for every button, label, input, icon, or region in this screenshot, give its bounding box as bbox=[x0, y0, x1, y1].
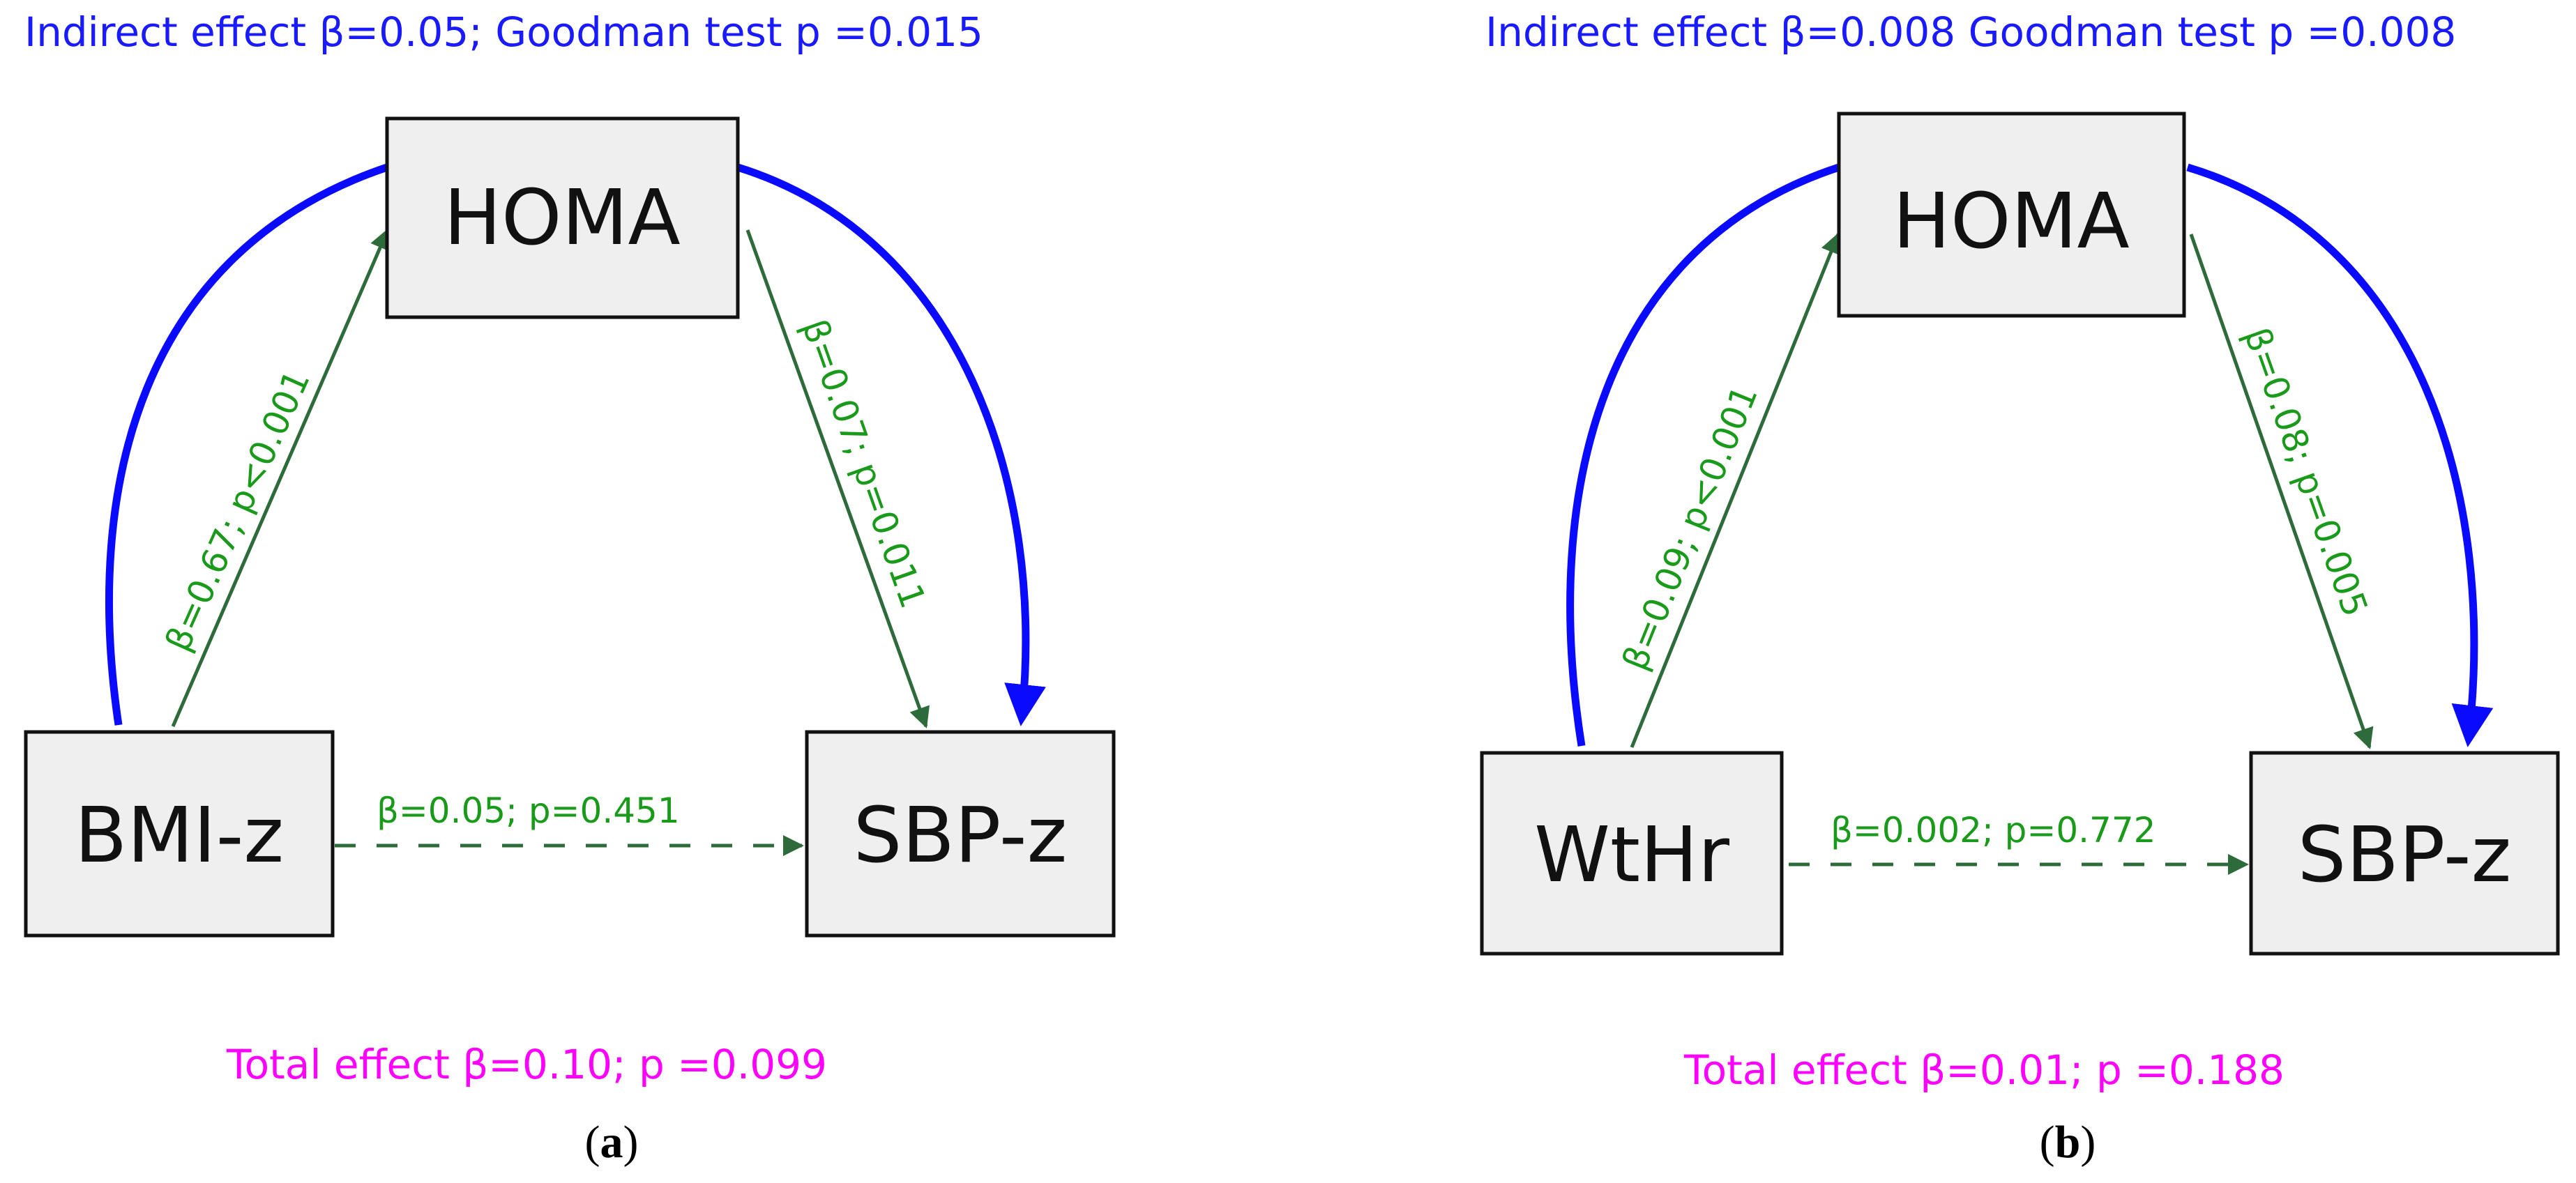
path-b-label: β=0.08; p=0.005 bbox=[2236, 323, 2376, 622]
path-b-label: β=0.07; p=0.011 bbox=[794, 314, 934, 613]
indirect-arc-right bbox=[736, 163, 1046, 726]
panel-a: Indirect effect β=0.05; Goodman test p =… bbox=[24, 8, 1116, 1168]
predictor-box: BMI-z bbox=[24, 730, 335, 938]
outcome-box: SBP-z bbox=[805, 730, 1116, 938]
mediator-box: HOMA bbox=[1837, 112, 2186, 318]
direct-path-label: β=0.05; p=0.451 bbox=[377, 791, 680, 831]
predictor-label: WtHr bbox=[1534, 810, 1730, 899]
path-a-label: β=0.09; p<0.001 bbox=[1614, 380, 1766, 676]
path-a-arrow bbox=[171, 228, 391, 727]
path-a-arrow bbox=[1630, 232, 1841, 748]
path-b-arrow bbox=[745, 229, 930, 728]
mediator-label: HOMA bbox=[444, 173, 680, 262]
outcome-label: SBP-z bbox=[854, 791, 1068, 880]
direct-path-label: β=0.002; p=0.772 bbox=[1831, 810, 2155, 850]
outcome-box: SBP-z bbox=[2249, 751, 2560, 956]
panel-b: Indirect effect β=0.008 Goodman test p =… bbox=[1480, 8, 2560, 1168]
indirect-arc-left bbox=[1566, 163, 1840, 747]
indirect-effect-label: Indirect effect β=0.008 Goodman test p =… bbox=[1485, 8, 2456, 56]
panel-label-b: (b) bbox=[2040, 1117, 2096, 1168]
predictor-box: WtHr bbox=[1480, 751, 1784, 956]
mediator-label: HOMA bbox=[1893, 176, 2129, 266]
outcome-label: SBP-z bbox=[2298, 810, 2512, 899]
indirect-arc-right bbox=[2186, 163, 2494, 747]
total-effect-label: Total effect β=0.10; p =0.099 bbox=[226, 1041, 827, 1088]
predictor-label: BMI-z bbox=[75, 791, 284, 880]
panel-label-a: (a) bbox=[585, 1117, 639, 1168]
mediator-box: HOMA bbox=[385, 116, 740, 319]
path-a-label: β=0.67; p<0.001 bbox=[158, 364, 318, 657]
indirect-arc-left bbox=[105, 163, 388, 726]
total-effect-label: Total effect β=0.01; p =0.188 bbox=[1683, 1046, 2285, 1094]
indirect-effect-label: Indirect effect β=0.05; Goodman test p =… bbox=[24, 8, 983, 56]
path-b-arrow bbox=[2189, 234, 2374, 749]
